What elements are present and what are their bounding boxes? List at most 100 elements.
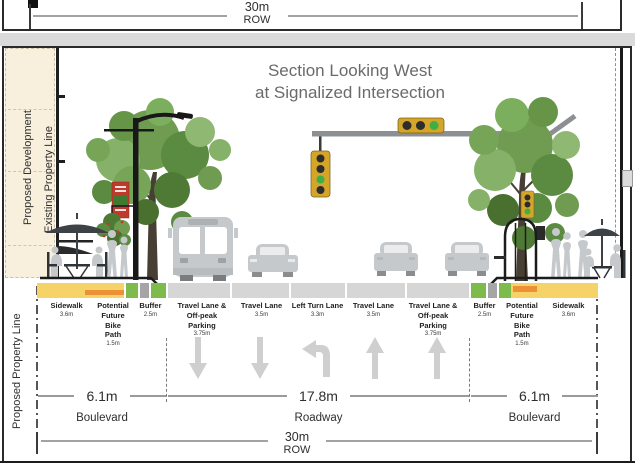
- zone-label: Boulevard: [76, 412, 128, 424]
- band-travel-parking: [166, 283, 230, 298]
- street-light-icon: [104, 112, 193, 280]
- buffer-green: [498, 283, 512, 298]
- zone-boulevard-left: 6.1m Boulevard: [38, 388, 166, 424]
- band-sidewalk: [536, 283, 598, 298]
- traffic-signal-icon: [310, 113, 577, 198]
- bottom-dimension-value: 30m: [284, 430, 310, 444]
- bottom-dim-tick-left: [36, 432, 38, 454]
- cafe-umbrella-icon: [45, 213, 109, 279]
- up-arrow-icon: [427, 337, 446, 379]
- section-title-line2: at Signalized Intersection: [255, 83, 445, 103]
- top-dim-line-right: [288, 15, 578, 17]
- bottom-dimension-label: ROW: [283, 444, 311, 456]
- band-travel-parking: [404, 283, 469, 298]
- bike-path-stripe: [85, 289, 124, 296]
- proposed-property-line-label: Proposed Property Line: [11, 313, 23, 429]
- zone-value: 17.8m: [299, 388, 338, 404]
- top-dimension-value: 30m: [244, 0, 270, 14]
- street-banner-icon: [111, 181, 130, 219]
- pedestrian-signal-icon: [536, 226, 545, 240]
- proposed-development-building: [5, 48, 55, 278]
- tree-icon: [86, 98, 231, 280]
- top-dim-tick-left: [29, 4, 31, 29]
- bottom-dim-line-right: [326, 440, 592, 442]
- bus-icon: [168, 217, 238, 281]
- pedestrian-icon: [47, 246, 108, 278]
- band-left-turn: [289, 283, 346, 298]
- zone-value: 6.1m: [86, 388, 118, 404]
- right-building-edge: [620, 48, 623, 278]
- bottom-dim-tick-right: [596, 432, 598, 454]
- zone-boulevard-right: 6.1m Boulevard: [471, 388, 598, 424]
- right-building-dashed-line: [615, 48, 616, 278]
- flower-basket-icon: [96, 205, 133, 247]
- zone-label: Roadway: [294, 412, 343, 424]
- top-dimension: 30m ROW: [228, 0, 286, 26]
- buffer-gray: [139, 283, 150, 298]
- lane-color-band: [37, 283, 598, 298]
- bike-path-stripe: [513, 286, 552, 292]
- zone-label: Boulevard: [508, 412, 561, 424]
- section-bottom-border: [0, 461, 635, 463]
- up-arrow-icon: [366, 337, 385, 379]
- tree-guard-icon: [494, 217, 538, 281]
- section-title: Section Looking West at Signalized Inter…: [225, 60, 475, 105]
- zone-separator: [166, 338, 167, 402]
- right-building-window: [622, 170, 633, 187]
- zone-value: 6.1m: [518, 388, 551, 404]
- pole-stub-icon: [28, 0, 38, 8]
- section-separator: [0, 33, 635, 46]
- building-ledge: [56, 95, 65, 98]
- building-ledge: [56, 160, 65, 163]
- left-turn-arrow-icon: [302, 340, 331, 377]
- existing-building-profile: [56, 48, 59, 244]
- pedestrian-icon: [551, 228, 588, 278]
- band-bike-path: [85, 283, 124, 298]
- band-bike-path: [511, 283, 552, 298]
- buffer-gray: [487, 283, 498, 298]
- down-arrow-icon: [250, 337, 269, 379]
- buffer-green: [125, 283, 139, 298]
- band-buffer: [468, 283, 512, 298]
- floor-line: [8, 109, 52, 110]
- zone-roadway: 17.8m Roadway: [168, 388, 470, 424]
- property-line-left: [36, 286, 38, 452]
- floor-line: [8, 171, 52, 172]
- top-dim-tick-right: [581, 2, 583, 29]
- traffic-direction-arrows: [37, 337, 598, 379]
- awning-icon: [57, 240, 93, 254]
- property-line-right: [596, 286, 598, 452]
- band-buffer: [123, 283, 167, 298]
- traffic-signal-icon: [520, 190, 535, 219]
- car-icon: [248, 244, 298, 277]
- pedestrian-icon: [584, 244, 626, 278]
- band-travel: [345, 283, 405, 298]
- cafe-umbrella-icon: [584, 219, 620, 279]
- section-title-line1: Section Looking West: [267, 61, 433, 80]
- floor-line: [8, 245, 52, 246]
- band-sidewalk: [37, 283, 99, 298]
- top-dim-line-left: [33, 15, 227, 17]
- band-travel: [229, 283, 290, 298]
- pedestrian-icon: [107, 230, 128, 278]
- street-scene: [40, 97, 626, 288]
- car-icon: [374, 242, 418, 276]
- buffer-green: [150, 283, 167, 298]
- car-icon: [445, 242, 489, 276]
- zone-separator: [469, 338, 470, 402]
- bottom-dim-line-left: [41, 440, 268, 442]
- down-arrow-icon: [189, 337, 208, 379]
- bottom-dimension: 30m ROW: [268, 430, 326, 456]
